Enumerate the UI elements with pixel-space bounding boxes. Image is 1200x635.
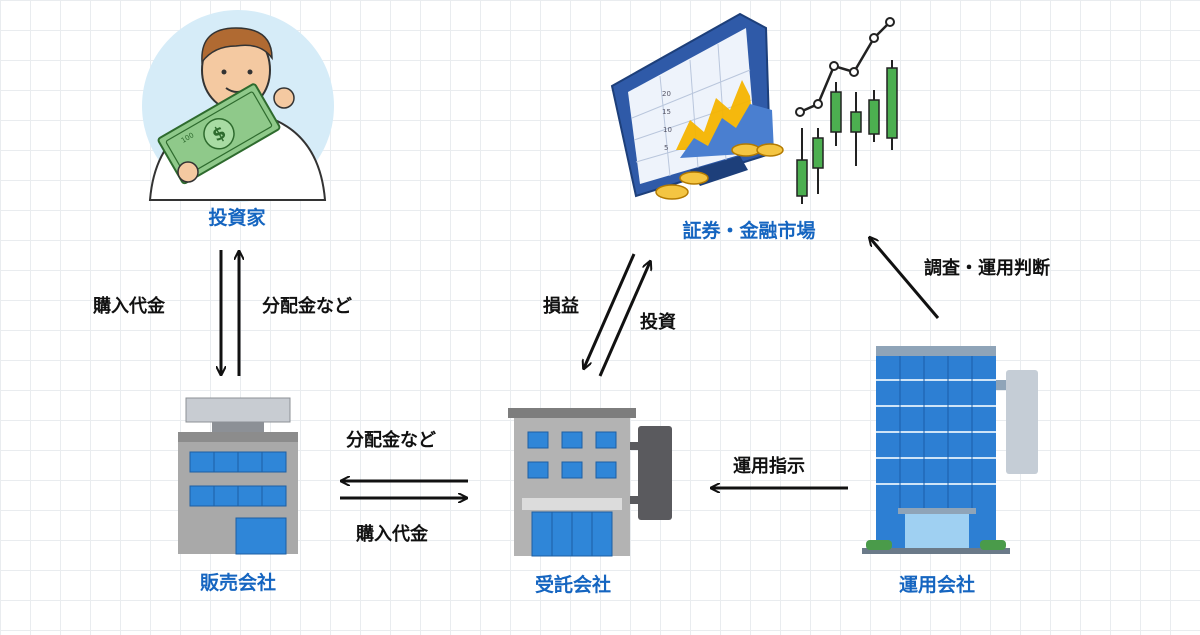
profit-loss-label: 損益 [543, 296, 579, 317]
market-illustration: 20 15 10 5 [610, 12, 898, 204]
axis-tick: 10 [663, 126, 672, 134]
market-label: 証券・金融市場 [682, 220, 816, 242]
dividend-to-investor-label: 分配金など [262, 296, 352, 317]
axis-tick: 5 [664, 144, 668, 152]
axis-tick: 15 [662, 108, 671, 116]
research-label: 調査・運用判断 [924, 258, 1050, 279]
flow-arrows [221, 238, 940, 498]
manager-building [862, 346, 1038, 554]
trustee-label: 受託会社 [534, 574, 612, 596]
purchase-to-trustee-label: 購入代金 [356, 524, 428, 545]
trustee-building [508, 408, 672, 557]
investor-label: 投資家 [208, 207, 266, 229]
investor-illustration: $ 100 [142, 10, 334, 202]
instruction-label: 運用指示 [733, 456, 805, 477]
arrow-investment [598, 262, 650, 377]
arrow-profit-loss [584, 253, 636, 368]
distributor-label: 販売会社 [199, 572, 277, 594]
distributor-building [178, 397, 298, 555]
manager-label: 運用会社 [898, 574, 976, 596]
dividend-to-distributor-label: 分配金など [346, 430, 436, 451]
arrow-research [870, 238, 940, 319]
purchase-to-distributor-label: 購入代金 [93, 296, 165, 317]
investment-label: 投資 [640, 312, 676, 333]
axis-tick: 20 [662, 90, 671, 98]
